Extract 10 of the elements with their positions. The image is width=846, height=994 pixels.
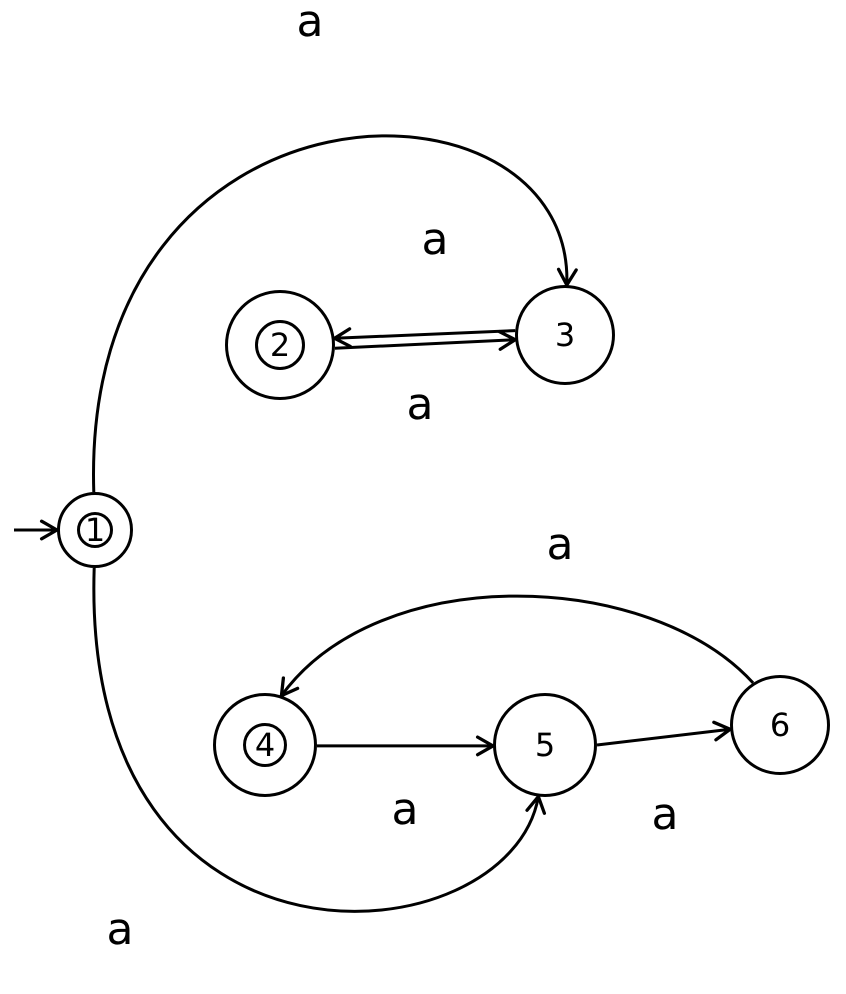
state-number: 4 — [254, 729, 276, 761]
state-number: 5 — [534, 729, 556, 761]
transition-arrow — [596, 720, 732, 746]
state-number: 3 — [554, 319, 576, 351]
transition-arrow — [317, 735, 495, 756]
transition-arrow — [14, 520, 59, 540]
state-number: 1 — [84, 514, 106, 546]
transition-arrow — [92, 134, 575, 492]
state-number: 6 — [770, 709, 790, 741]
state-number: 2 — [270, 329, 290, 361]
